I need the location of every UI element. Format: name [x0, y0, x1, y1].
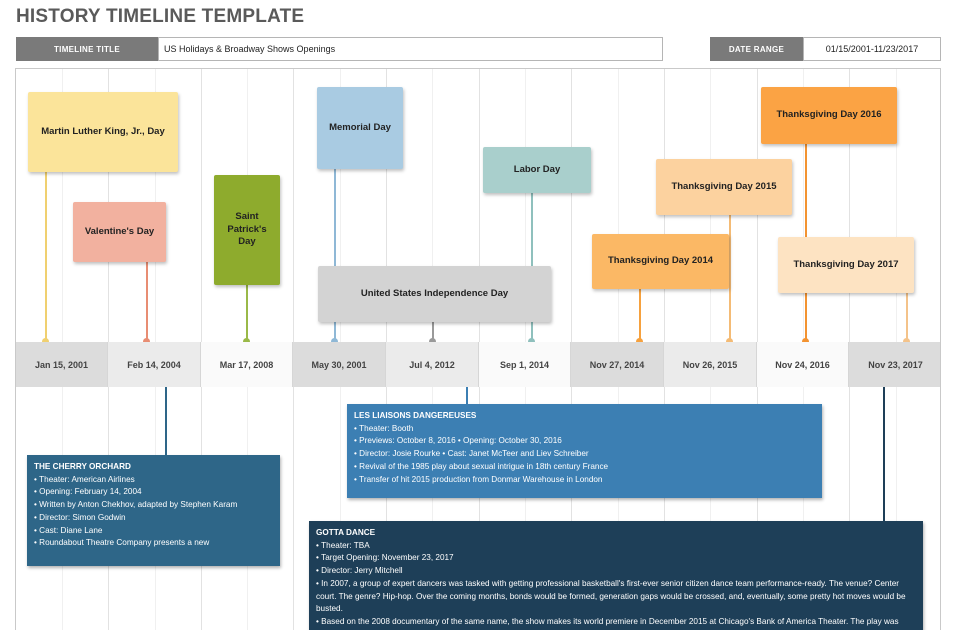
show-details: Theater: TBA Target Opening: November 23…: [316, 540, 916, 630]
date-range-field[interactable]: 01/15/2001-11/23/2017: [803, 37, 941, 61]
timeline-canvas: Jan 15, 2001 Feb 14, 2004 Mar 17, 2008 M…: [15, 68, 941, 630]
show-cherry-orchard[interactable]: THE CHERRY ORCHARD Theater: American Air…: [27, 455, 280, 566]
date-cell: Jul 4, 2012: [386, 342, 479, 387]
connector-line: [45, 172, 47, 342]
connector-line: [729, 215, 731, 342]
timeline-marker: [528, 338, 535, 345]
show-detail-item: Theater: TBA: [316, 540, 916, 553]
timeline-marker: [802, 338, 809, 345]
event-mlk-day[interactable]: Martin Luther King, Jr., Day: [28, 92, 178, 172]
event-memorial-day[interactable]: Memorial Day: [317, 87, 403, 169]
event-thanksgiving-2016[interactable]: Thanksgiving Day 2016: [761, 87, 897, 144]
show-detail-item: Roundabout Theatre Company presents a ne…: [34, 537, 273, 550]
show-detail-item: Theater: American Airlines: [34, 474, 273, 487]
event-independence-day[interactable]: United States Independence Day: [318, 266, 551, 322]
timeline-marker: [429, 338, 436, 345]
date-cell: Jan 15, 2001: [16, 342, 108, 387]
show-detail-item: Cast: Diane Lane: [34, 525, 273, 538]
show-detail-item: In 2007, a group of expert dancers was t…: [316, 578, 916, 616]
show-les-liaisons-dangereuses[interactable]: LES LIAISONS DANGEREUSES Theater: Booth …: [347, 404, 822, 498]
connector-line: [146, 262, 148, 342]
timeline-marker: [636, 338, 643, 345]
connector-line: [639, 289, 641, 342]
event-valentines-day[interactable]: Valentine's Day: [73, 202, 166, 262]
connector-line: [883, 387, 885, 521]
timeline-marker: [331, 338, 338, 345]
show-detail-item: Revival of the 1985 play about sexual in…: [354, 461, 815, 474]
show-details: Theater: Booth Previews: October 8, 2016…: [354, 423, 815, 487]
page-title: HISTORY TIMELINE TEMPLATE: [16, 6, 305, 27]
show-detail-item: Director: Josie Rourke • Cast: Janet McT…: [354, 448, 815, 461]
timeline-marker: [143, 338, 150, 345]
date-cell: Sep 1, 2014: [479, 342, 571, 387]
event-thanksgiving-2015[interactable]: Thanksgiving Day 2015: [656, 159, 792, 215]
show-title: GOTTA DANCE: [316, 528, 376, 537]
timeline-marker: [726, 338, 733, 345]
show-detail-item: Transfer of hit 2015 production from Don…: [354, 474, 815, 487]
timeline-title-label: TIMELINE TITLE: [16, 37, 158, 61]
show-detail-item: Opening: February 14, 2004: [34, 486, 273, 499]
timeline-marker: [903, 338, 910, 345]
event-thanksgiving-2017[interactable]: Thanksgiving Day 2017: [778, 237, 914, 293]
show-detail-item: Director: Jerry Mitchell: [316, 565, 916, 578]
show-gotta-dance[interactable]: GOTTA DANCE Theater: TBA Target Opening:…: [309, 521, 923, 630]
show-detail-item: Director: Simon Godwin: [34, 512, 273, 525]
date-cell: Nov 27, 2014: [571, 342, 664, 387]
connector-line: [165, 387, 167, 455]
date-bar: Jan 15, 2001 Feb 14, 2004 Mar 17, 2008 M…: [16, 342, 940, 387]
event-thanksgiving-2014[interactable]: Thanksgiving Day 2014: [592, 234, 729, 289]
connector-line: [334, 169, 336, 342]
connector-line: [246, 285, 248, 342]
connector-line: [906, 293, 908, 342]
show-detail-item: Theater: Booth: [354, 423, 815, 436]
show-detail-item: Previews: October 8, 2016 • Opening: Oct…: [354, 435, 815, 448]
date-cell: Nov 26, 2015: [664, 342, 757, 387]
show-detail-item: Written by Anton Chekhov, adapted by Ste…: [34, 499, 273, 512]
show-title: THE CHERRY ORCHARD: [34, 462, 131, 471]
date-range-label: DATE RANGE: [710, 37, 803, 61]
date-cell: Mar 17, 2008: [201, 342, 293, 387]
date-cell: Nov 24, 2016: [757, 342, 849, 387]
event-labor-day[interactable]: Labor Day: [483, 147, 591, 193]
timeline-marker: [42, 338, 49, 345]
timeline-title-field[interactable]: US Holidays & Broadway Shows Openings: [158, 37, 663, 61]
connector-line: [466, 387, 468, 404]
date-cell: May 30, 2001: [293, 342, 386, 387]
connector-line: [432, 322, 434, 342]
show-title: LES LIAISONS DANGEREUSES: [354, 411, 477, 420]
timeline-marker: [243, 338, 250, 345]
date-cell: Nov 23, 2017: [849, 342, 940, 387]
show-detail-item: Target Opening: November 23, 2017: [316, 552, 916, 565]
show-detail-item: Based on the 2008 documentary of the sam…: [316, 616, 916, 630]
show-details: Theater: American Airlines Opening: Febr…: [34, 474, 273, 550]
date-cell: Feb 14, 2004: [108, 342, 201, 387]
event-saint-patricks-day[interactable]: Saint Patrick's Day: [214, 175, 280, 285]
